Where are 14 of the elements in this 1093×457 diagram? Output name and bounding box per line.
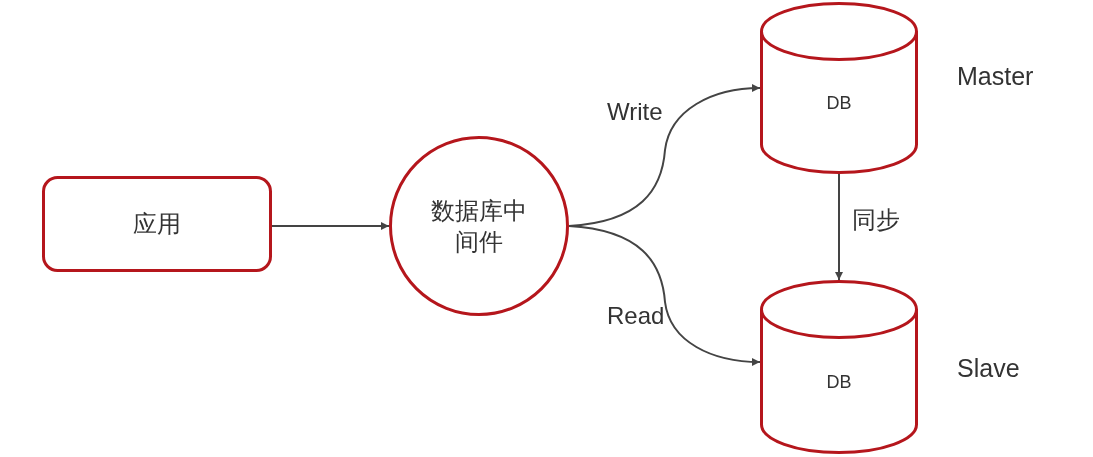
arrow xyxy=(568,225,761,366)
edge-label: 同步 xyxy=(852,206,900,234)
role-label: Slave xyxy=(957,354,1020,383)
arrow xyxy=(271,222,390,230)
database-cylinder xyxy=(760,2,918,174)
role-label: Master xyxy=(957,62,1034,91)
process-box xyxy=(42,176,272,272)
middleware-circle xyxy=(389,136,569,316)
node-label: 数据库中间件 xyxy=(430,195,528,257)
arrow xyxy=(835,173,843,281)
node-label: DB xyxy=(826,92,852,116)
node-label: 应用 xyxy=(133,209,181,240)
node-label: DB xyxy=(826,371,852,395)
database-cylinder xyxy=(760,280,918,454)
